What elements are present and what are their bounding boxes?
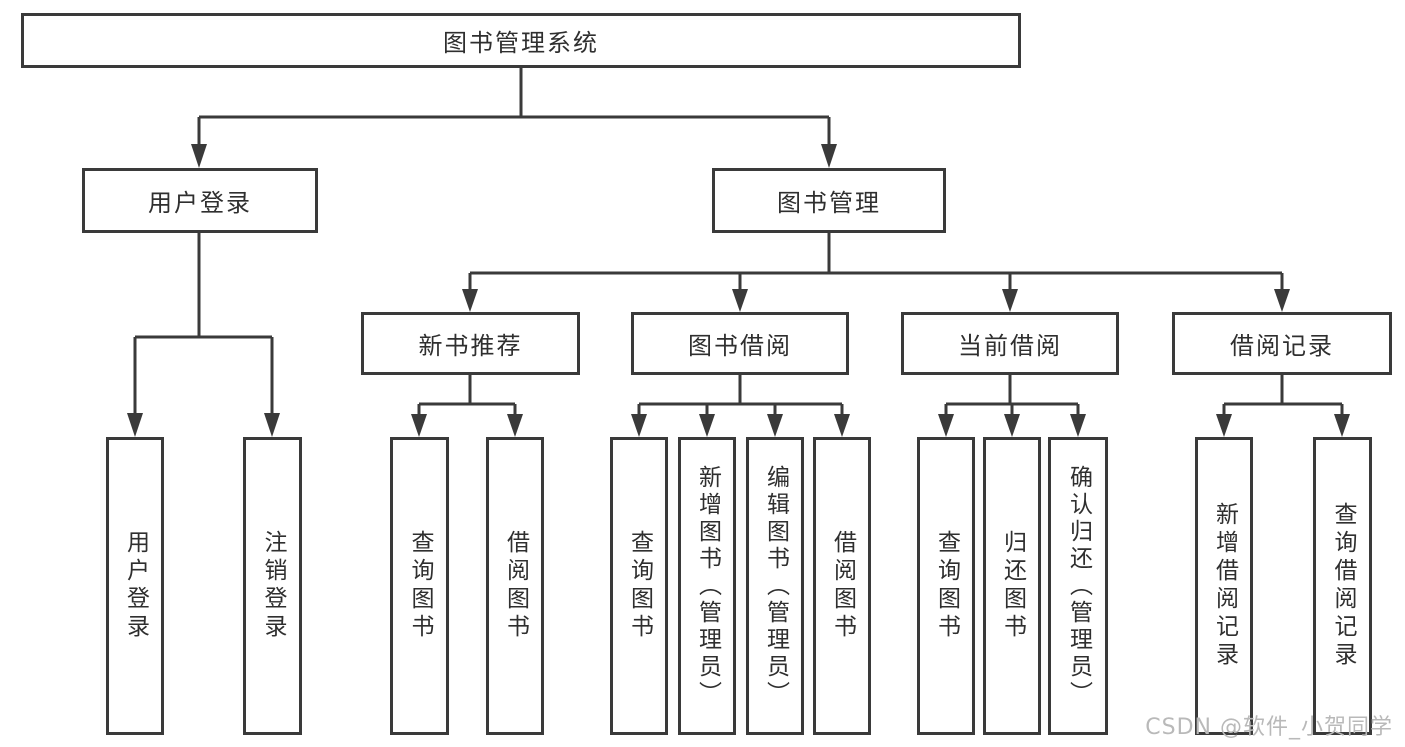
leaf-label: 编辑图书（管理员） [762, 464, 789, 708]
leaf-label: 新增图书（管理员） [694, 464, 721, 708]
leaf-user-login: 用户登录 [106, 437, 164, 735]
leaf-add-book-admin: 新增图书（管理员） [678, 437, 736, 735]
node-book-management: 图书管理 [712, 168, 946, 233]
leaf-query-books-current: 查询图书 [917, 437, 975, 735]
leaf-label: 新增借阅记录 [1211, 502, 1238, 670]
leaf-label: 确认归还（管理员） [1065, 464, 1092, 708]
leaf-query-books-borrow: 查询图书 [610, 437, 668, 735]
leaf-borrow-books-recommend: 借阅图书 [486, 437, 544, 735]
leaf-confirm-return-admin: 确认归还（管理员） [1048, 437, 1108, 735]
leaf-label: 查询图书 [407, 530, 433, 642]
leaf-label: 借阅图书 [502, 530, 529, 642]
leaf-query-borrow-record: 查询借阅记录 [1313, 437, 1372, 735]
node-borrow-records: 借阅记录 [1172, 312, 1392, 375]
node-new-book-recommend: 新书推荐 [361, 312, 580, 375]
leaf-label: 查询图书 [933, 530, 960, 642]
node-root: 图书管理系统 [21, 13, 1021, 68]
leaf-label: 注销登录 [260, 530, 286, 642]
node-current-borrow: 当前借阅 [901, 312, 1119, 375]
leaf-edit-book-admin: 编辑图书（管理员） [746, 437, 804, 735]
leaf-label: 查询借阅记录 [1330, 502, 1356, 670]
leaf-return-book: 归还图书 [983, 437, 1041, 735]
leaf-query-books-recommend: 查询图书 [390, 437, 449, 735]
leaf-label: 归还图书 [999, 530, 1026, 642]
leaf-add-borrow-record: 新增借阅记录 [1195, 437, 1253, 735]
node-book-borrow: 图书借阅 [631, 312, 849, 375]
node-user-login: 用户登录 [82, 168, 318, 233]
leaf-label: 用户登录 [122, 530, 149, 642]
leaf-borrow-books-borrow: 借阅图书 [813, 437, 871, 735]
leaf-logout: 注销登录 [243, 437, 302, 735]
leaf-label: 查询图书 [626, 530, 653, 642]
leaf-label: 借阅图书 [829, 530, 856, 642]
